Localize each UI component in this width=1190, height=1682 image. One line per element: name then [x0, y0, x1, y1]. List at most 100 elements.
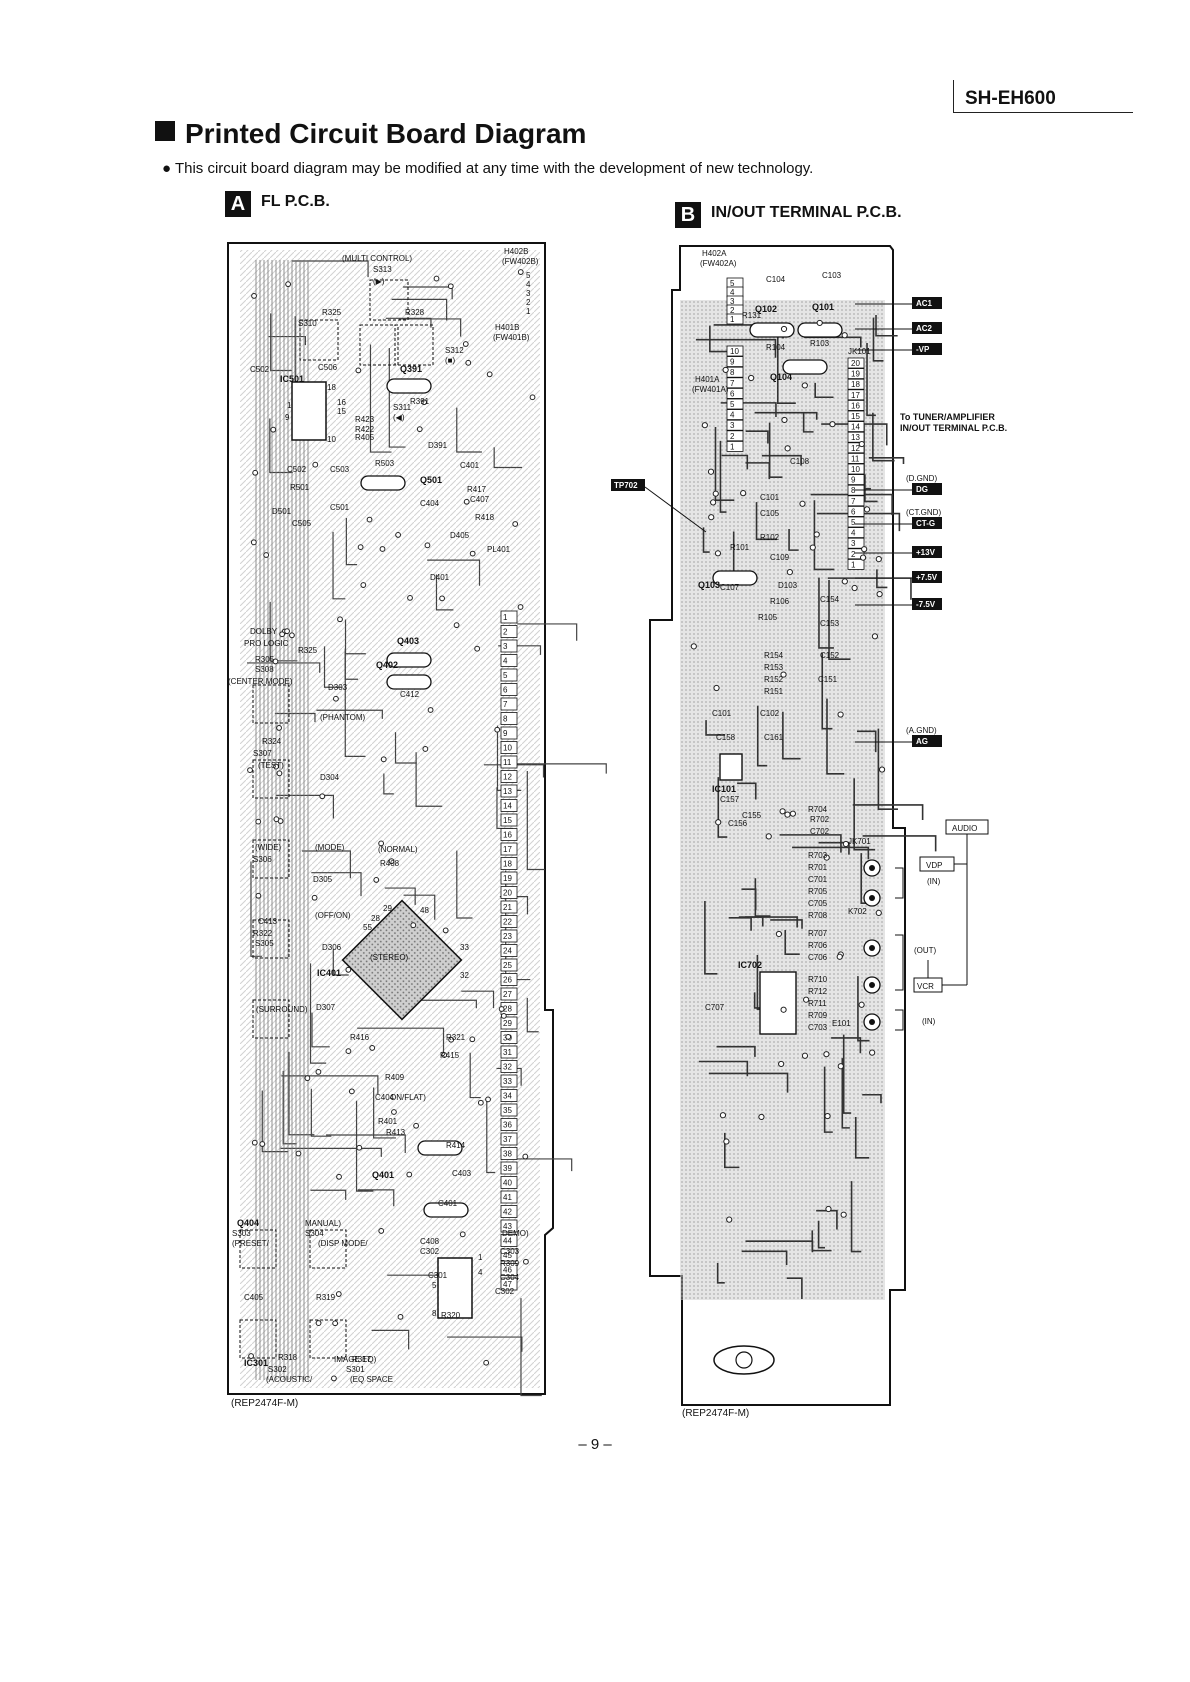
connector-pin-number: 41: [503, 1193, 512, 1202]
connector-pin-number: 4: [526, 280, 531, 289]
board-a-component-label: C407: [470, 495, 490, 504]
terminal-tag-label: AC2: [916, 324, 933, 333]
board-a-component-label: (PHANTOM): [320, 713, 366, 722]
board-b-component-label: R707: [808, 929, 828, 938]
board-a-component-label: (■): [445, 356, 455, 365]
connector-pin-number: 15: [503, 816, 512, 825]
page-title: Printed Circuit Board Diagram: [155, 118, 586, 150]
connector-pin-number: 20: [851, 359, 860, 368]
connector-pin-number: 1: [503, 613, 508, 622]
ic401-chip: [341, 899, 463, 1021]
terminal-tag: [912, 343, 942, 355]
ic-pin-number: 33: [460, 943, 469, 952]
connector-pin-number: 45: [503, 1251, 512, 1260]
terminal-tag: [912, 546, 942, 558]
transistor-outline: [386, 674, 432, 690]
board-a-component-label: DEMO): [502, 1229, 529, 1238]
board-b-component-label: R709: [808, 1011, 828, 1020]
board-b-component-label: C102: [760, 709, 780, 718]
terminal-tag-label: +13V: [916, 548, 936, 557]
board-a-component-label: S306: [253, 855, 272, 864]
board-a-component-label: R408: [380, 859, 400, 868]
ic-pin-number: 32: [460, 971, 469, 980]
connector-pin-number: 7: [851, 497, 856, 506]
board-a-traces: [240, 250, 540, 1388]
board-b-component-label: C153: [820, 619, 840, 628]
board-a-component-label: IC301: [244, 1358, 268, 1368]
board-b-component-label: C101: [712, 709, 732, 718]
board-a-component-label: (MODE): [315, 843, 345, 852]
board-a-component-label: D307: [316, 1003, 336, 1012]
board-a-component-label: R321: [446, 1033, 466, 1042]
connector-pin-number: 2: [851, 550, 856, 559]
board-a-component-label: R319: [316, 1293, 336, 1302]
tact-switch: [239, 1229, 277, 1269]
board-a-component-label: IMAGE EQ): [334, 1355, 377, 1364]
audio-label: AUDIO: [952, 824, 977, 833]
board-a-component-label: S301: [346, 1365, 365, 1374]
connector-pin-number: 6: [851, 507, 856, 516]
board-b-component-label: C105: [760, 509, 780, 518]
connector-pin-number: 13: [503, 787, 512, 796]
connector-pin-number: 1: [851, 560, 856, 569]
ic-pin-number: 8: [432, 1309, 437, 1318]
board-a-component-label: C404: [375, 1093, 395, 1102]
section-b-title: IN/OUT TERMINAL P.C.B.: [711, 204, 902, 221]
board-a-component-label: (ACOUSTIC/: [266, 1375, 313, 1384]
board-a-component-label: C503: [330, 465, 350, 474]
connector-pin-number: 5: [851, 518, 856, 527]
board-a-component-label: D401: [430, 573, 450, 582]
board-b-component-label: R712: [808, 987, 828, 996]
ic-pin-number: 1: [287, 401, 292, 410]
board-b-component-label: C703: [808, 1023, 828, 1032]
destination-note: IN/OUT TERMINAL P.C.B.: [900, 423, 1007, 433]
connector-pin-number: 10: [730, 347, 739, 356]
board-a-component-label: R309: [500, 1259, 520, 1268]
connector-pin-number: 18: [503, 860, 512, 869]
board-a-component-label: (▶): [373, 277, 385, 286]
connector-pin-number: 3: [730, 297, 735, 306]
ic-pin-number: 10: [327, 435, 336, 444]
ic-pin-number: 55: [363, 923, 372, 932]
connector-pin-number: 17: [851, 391, 860, 400]
test-point-tag: [611, 479, 645, 491]
section-a-title: FL P.C.B.: [261, 193, 330, 210]
terminal-tag: [912, 517, 942, 529]
connector-pin-number: 1: [730, 315, 735, 324]
board-a-component-label: C506: [318, 363, 338, 372]
tact-switch: [252, 839, 290, 879]
board-a-component-label: R409: [385, 1073, 405, 1082]
board-b-component-label: R152: [764, 675, 784, 684]
board-b-component-label: C705: [808, 899, 828, 908]
board-a-component-label: D303: [328, 683, 348, 692]
board-a-component-label: H402B: [504, 247, 528, 256]
board-a-component-label: R501: [290, 483, 310, 492]
tact-switch: [359, 324, 399, 366]
connector-pin-number: 14: [851, 423, 860, 432]
connector-pin-number: 23: [503, 932, 512, 941]
board-b-component-label: (FW402A): [700, 259, 737, 268]
connector-pin-number: 16: [851, 401, 860, 410]
board-b-component-label: Q104: [770, 372, 792, 382]
board-a-component-label: (WIDE): [255, 843, 282, 852]
connector-pin-number: 32: [503, 1063, 512, 1072]
board-a-component-label: IC501: [280, 374, 304, 384]
board-b-component-label: C151: [818, 675, 838, 684]
board-b-component-label: JK101: [848, 347, 871, 356]
board-b-component-label: R708: [808, 911, 828, 920]
board-a-component-label: S304: [305, 1229, 324, 1238]
board-b-terminal-tags: AC1AC2-VPDGCT-G+13V+7.5V-7.5VAG(D.GND)(C…: [611, 297, 1007, 747]
board-a-component-label: R325: [298, 646, 318, 655]
terminal-tag-label: CT-G: [916, 519, 935, 528]
connector-pin-number: 2: [730, 306, 735, 315]
board-b-component-label: H401A: [695, 375, 720, 384]
page-title-text: Printed Circuit Board Diagram: [185, 118, 587, 149]
board-a-component-label: C505: [292, 519, 312, 528]
board-a-component-label: R423: [355, 415, 375, 424]
connector-pin-number: 35: [503, 1106, 512, 1115]
board-b-component-label: C104: [766, 275, 786, 284]
connector-pin-number: 20: [503, 889, 512, 898]
board-a-component-label: Q403: [397, 636, 419, 646]
